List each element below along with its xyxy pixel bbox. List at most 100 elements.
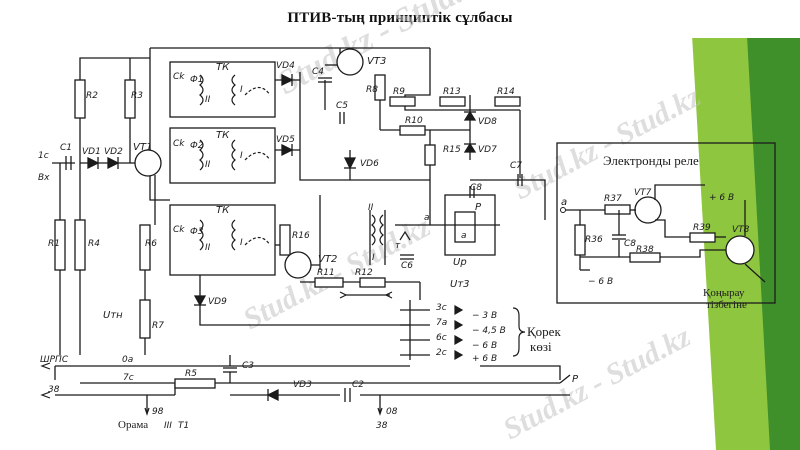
label-r2: R2 [86,91,98,101]
resistor-r16 [279,224,291,256]
transformer-windings [40,74,526,416]
label-node-t: т [395,241,401,251]
resistor-r3 [124,79,136,119]
label-orama-t1: Т1 [178,421,189,431]
transistor-vt7 [634,196,662,224]
label-f1: Ф1 [190,75,203,85]
label-vd6: VD6 [360,159,379,169]
relay-label-r37: R37 [604,194,622,204]
label-vd4: VD4 [276,61,295,71]
resistor-r39 [689,232,716,243]
label-ut3: Uт3 [450,279,470,290]
label-f3: Ф3 [190,227,204,237]
relay-label-r38: R38 [636,245,654,255]
label-r3: R3 [131,91,143,101]
label-winding-ii-2: II [205,160,211,170]
label-volt-3: − 6 В [472,341,497,351]
label-r15: R15 [443,145,461,155]
label-vd5: VD5 [276,135,295,145]
resistor-r14 [494,96,521,107]
label-winding-i-4: I [372,253,375,263]
resistor-r13 [439,96,466,107]
label-r5: R5 [185,369,197,379]
resistor-r37 [604,204,631,215]
label-volt-1: − 3 В [472,311,497,321]
label-vt3: VT3 [367,56,386,67]
electronic-relay-panel: Электронды реле а R37 VT7 R36 [556,142,776,311]
resistor-r9 [389,96,416,107]
label-tk-2: ТК [216,130,230,141]
main-circuit-wires [52,47,571,412]
label-orama: Орама [118,419,148,431]
label-c1: C1 [60,143,72,153]
label-r1: R1 [48,239,60,249]
label-r4: R4 [88,239,100,249]
transistor-vt3 [336,48,364,76]
label-ck-2: Сk [173,139,185,149]
transistor-vt1 [134,149,162,177]
label-winding-ii-4: II [368,203,374,213]
label-vd7: VD7 [478,145,497,155]
resistor-r36 [574,224,586,256]
label-c4: C4 [312,67,324,77]
resistor-r2 [74,79,86,119]
label-r6: R6 [145,239,157,249]
label-winding-i-3: I [240,238,243,248]
label-38-bottom: 38 [376,421,388,431]
label-winding-i-2: I [240,151,243,161]
label-c2: C2 [352,380,364,390]
label-08: 08 [386,407,398,417]
label-uth: Uтн [103,310,123,321]
resistor-r7 [139,299,151,339]
label-volt-4: + 6 В [472,354,497,364]
label-ck-3: Сk [173,225,185,235]
label-c7: C7 [510,161,522,171]
label-r14: R14 [497,87,515,97]
relay-node-a: а [561,197,567,208]
label-input-1c: 1с [38,151,49,161]
label-r11: R11 [317,268,335,278]
label-0a: 0а [122,355,133,365]
label-c8: C8 [470,183,482,193]
svg-text:Stud.kz - Stud.kz: Stud.kz - Stud.kz [238,210,436,336]
label-98: 98 [152,407,164,417]
label-tk-1: ТК [216,62,230,73]
resistor-r6 [139,224,151,271]
label-term-6c: 6с [436,333,447,343]
label-node-a: а [424,213,430,223]
label-power-line1: Қорек [527,324,561,339]
label-relay-a: а [461,231,467,241]
diodes-capacitors [65,73,626,402]
relay-output-line1: Қоңырау [703,287,745,299]
label-7c: 7с [123,373,134,383]
relay-label-minus6: − 6 В [588,277,613,287]
label-c6: C6 [401,261,413,271]
slide-title: ПТИВ-тың принциптік сұлбасы [287,10,513,26]
label-r9: R9 [393,87,405,97]
label-c5: C5 [336,101,348,111]
relay-title: Электронды реле [603,153,699,168]
label-r12: R12 [355,268,373,278]
label-vd9: VD9 [208,297,227,307]
power-arrows [454,304,464,361]
resistor-r4 [74,219,86,271]
resistor-r5 [174,378,216,389]
relay-label-c8: C8 [624,239,636,249]
main-circuit-labels: ТК ТК ТК Ф1 Ф2 Ф3 Сk Сk Сk II I II I II … [38,56,579,431]
label-vd1: VD1 [82,147,101,157]
resistor-r12 [359,277,386,288]
label-r16: R16 [292,231,310,241]
label-ck-1: Сk [173,72,185,82]
resistor-r1 [54,219,66,271]
label-r7: R7 [152,321,164,331]
label-vt1: VT1 [133,142,152,153]
label-up: Uр [453,257,467,268]
relay-label-r36: R36 [585,235,603,245]
relay-label-plus6: + 6 В [709,193,734,203]
transistor-vt2 [284,251,312,279]
resistor-r15 [424,144,436,166]
label-vd2: VD2 [104,147,123,157]
relay-output-line2: тізбегіне [706,299,747,311]
label-term-2c: 2с [436,348,447,358]
